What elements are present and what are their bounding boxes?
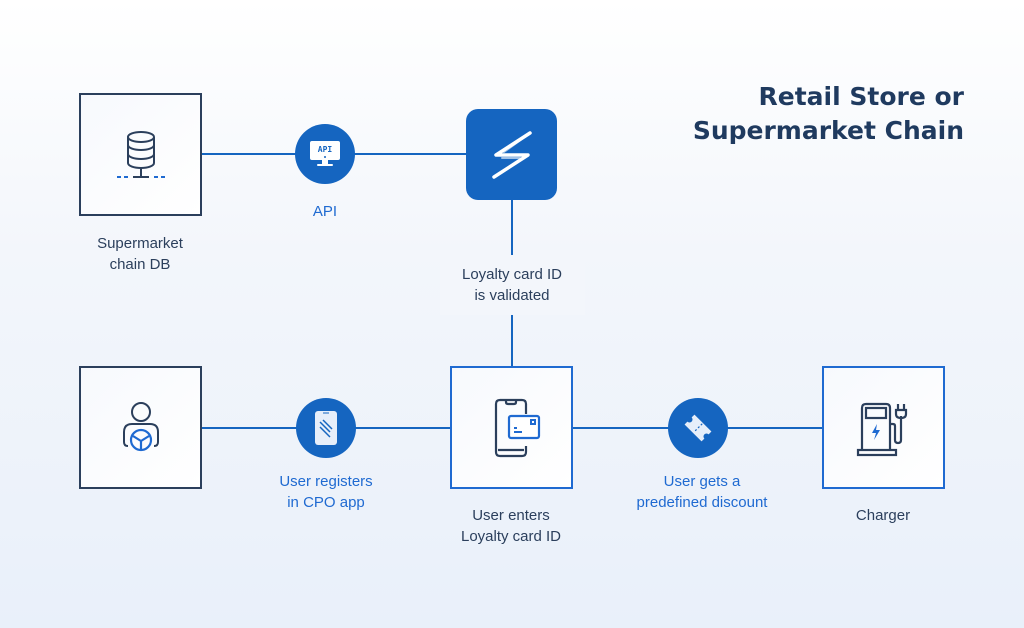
diagram-title: Retail Store or Supermarket Chain [693,80,964,148]
enter-loyalty-id-node [450,366,573,489]
driver-icon [122,401,159,451]
register-node [296,398,356,458]
phone-card-icon [494,398,540,457]
title-line-2: Supermarket Chain [692,116,964,145]
api-node: API [295,124,355,184]
register-label: User registers in CPO app [279,473,373,511]
user-node [79,366,202,489]
supermarket-db-label: Supermarket chain DB [97,235,183,273]
api-monitor-icon: API [310,141,340,166]
database-icon [116,130,165,178]
title-line-1: Retail Store or [758,82,965,111]
validation-label: Loyalty card ID is validated [461,266,563,304]
ticket-icon [684,414,712,442]
lightning-logo-icon [491,130,532,179]
enter-loyalty-id-label: User enters Loyalty card ID [460,507,562,545]
cpo-platform-hub [466,109,557,200]
ev-charger-icon [856,402,907,456]
smartphone-icon [315,411,337,445]
discount-node [668,398,728,458]
supermarket-db-node [79,93,202,216]
api-label: API [312,203,338,220]
discount-label: User gets a predefined discount [636,473,768,511]
validation-label-bg [440,255,585,315]
charger-node [822,366,945,489]
svg-text:API: API [318,145,333,154]
charger-label: Charger [855,507,911,524]
